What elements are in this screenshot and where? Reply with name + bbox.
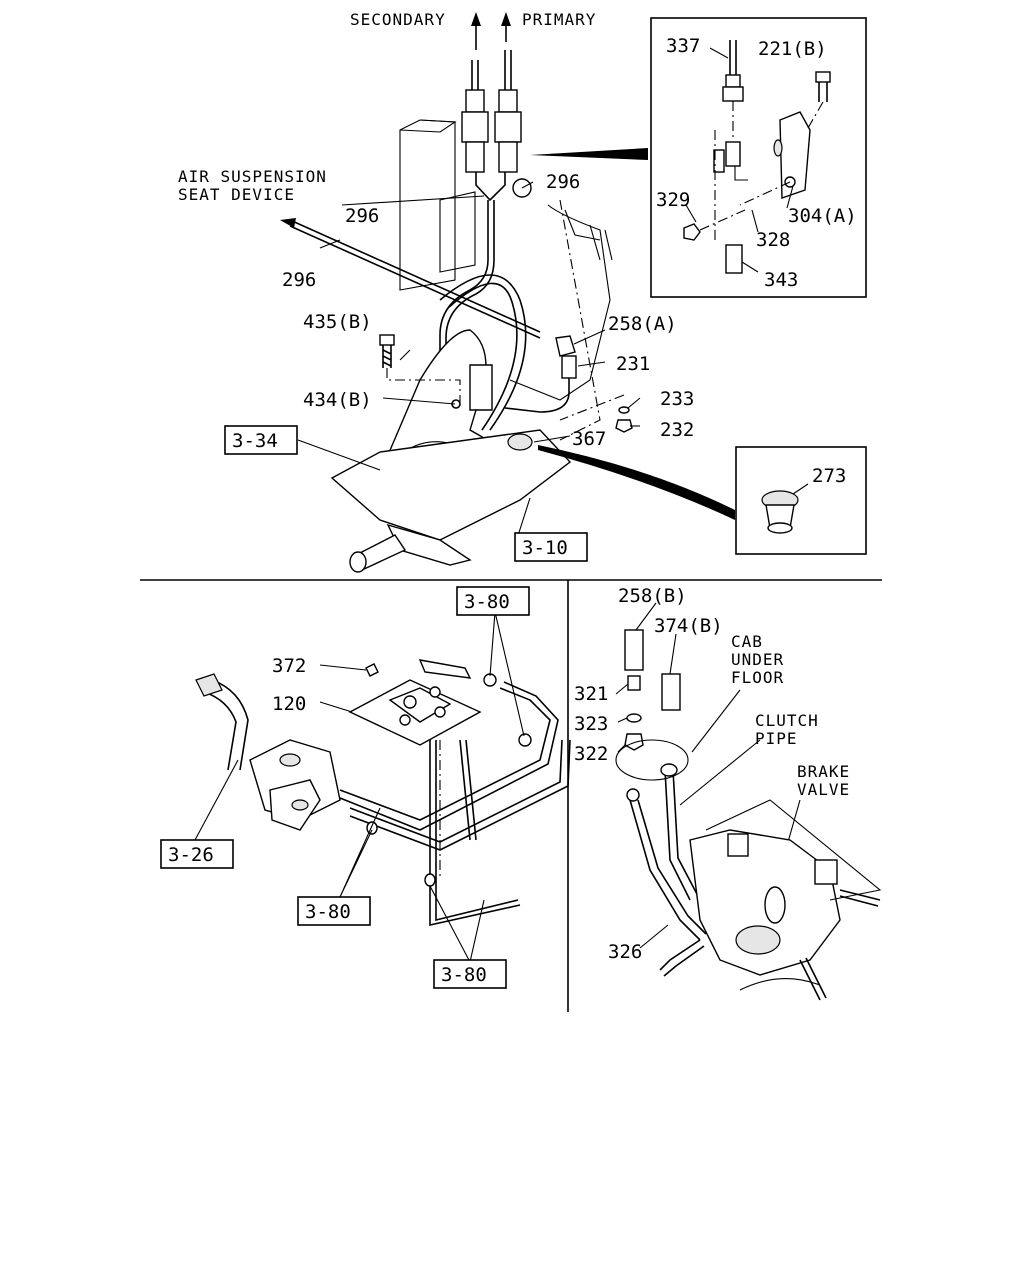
nut-322 <box>624 733 644 751</box>
bottom-right-assembly <box>615 602 882 1001</box>
callout-321: 321 <box>574 683 608 705</box>
callout-434b: 434(B) <box>303 389 372 411</box>
callout-435b: 435(B) <box>303 311 372 333</box>
caption-clutch: CLUTCH <box>755 711 819 730</box>
callout-258a: 258(A) <box>608 313 677 335</box>
washer-233 <box>618 406 630 414</box>
caption-secondary: SECONDARY <box>350 10 446 29</box>
ref-box-3-26 <box>160 839 234 869</box>
grommet-273 <box>761 483 809 534</box>
callout-328: 328 <box>756 229 790 251</box>
callout-296: 296 <box>282 269 316 291</box>
pipe-down <box>429 740 437 880</box>
clutch-pipe <box>664 769 699 901</box>
leader-wedge-inset1 <box>530 148 648 160</box>
cab-block-mid <box>439 191 476 273</box>
callout-329: 329 <box>656 189 690 211</box>
caption-air-suspension: AIR SUSPENSION <box>178 167 327 186</box>
pipe-run-a <box>339 681 559 831</box>
callout-304a: 304(A) <box>788 205 857 227</box>
caption-under: UNDER <box>731 650 784 669</box>
inset-valve-parts <box>683 40 831 274</box>
inset-frame-valve <box>650 17 867 298</box>
cab-block-top <box>399 119 457 133</box>
caption-valve: VALVE <box>797 780 850 799</box>
callout-296: 296 <box>345 205 379 227</box>
callout-367: 367 <box>572 428 606 450</box>
tube-367 <box>504 378 570 413</box>
bottom-left-assembly <box>194 611 571 963</box>
ref-label-3-10: 3-10 <box>522 537 568 559</box>
cab-floor-cutout <box>615 739 689 781</box>
washer-323 <box>626 713 642 723</box>
caption-primary: PRIMARY <box>522 10 596 29</box>
callout-372: 372 <box>272 655 306 677</box>
callout-343: 343 <box>764 269 798 291</box>
fitting-321 <box>627 675 641 691</box>
bolt-435b-head <box>379 334 395 346</box>
bolt-221b <box>815 71 831 83</box>
pipe-run-c <box>429 880 521 926</box>
arc-tube <box>439 274 527 431</box>
elbow-258a <box>555 335 576 357</box>
callout-337: 337 <box>666 35 700 57</box>
caption-brake: BRAKE <box>797 762 850 781</box>
wye-fitting <box>475 172 506 202</box>
fitting-343 <box>725 244 743 274</box>
caption-floor: FLOOR <box>731 668 784 687</box>
pipe-326-a <box>629 799 707 941</box>
callout-273: 273 <box>812 465 846 487</box>
ref-label-3-26: 3-26 <box>168 844 214 866</box>
callout-231: 231 <box>616 353 650 375</box>
boot-dash <box>559 199 601 441</box>
ref-label-3-80: 3-80 <box>464 591 510 613</box>
base-plate <box>330 429 572 541</box>
nut-232 <box>615 419 633 433</box>
ref-box-3-10 <box>514 532 588 562</box>
inset-frame-grommet <box>735 446 867 555</box>
nut-329 <box>683 223 701 241</box>
ref-box-3-80 <box>297 896 371 926</box>
fitting-231 <box>561 355 577 379</box>
bracket-304a <box>779 111 811 199</box>
callout-221b: 221(B) <box>758 38 827 60</box>
boot-folds <box>564 209 613 261</box>
cab-block-left <box>399 119 456 291</box>
callout-326: 326 <box>608 941 642 963</box>
caption-pipe: PIPE <box>755 729 798 748</box>
pipe-run-b <box>349 739 571 851</box>
callout-374b: 374(B) <box>654 615 723 637</box>
tube-296 <box>439 200 495 400</box>
callout-258b: 258(B) <box>618 585 687 607</box>
ref-label-3-34: 3-34 <box>232 430 278 452</box>
ref-box-3-34 <box>224 425 298 455</box>
ref-label-3-80: 3-80 <box>441 964 487 986</box>
callout-120: 120 <box>272 693 306 715</box>
pipe-run-d <box>459 739 477 841</box>
caption-seat-device: SEAT DEVICE <box>178 185 295 204</box>
callout-322: 322 <box>574 743 608 765</box>
valve-stems <box>461 50 522 173</box>
ref-box-3-80 <box>456 586 530 616</box>
grommet-367 <box>507 433 533 451</box>
air-seat-line <box>289 219 541 339</box>
clamp-434b <box>469 364 493 411</box>
boot-right <box>509 204 611 401</box>
nut-372 <box>365 663 379 677</box>
ref-label-3-80: 3-80 <box>305 901 351 923</box>
callout-233: 233 <box>660 388 694 410</box>
callout-232: 232 <box>660 419 694 441</box>
fitting-374b <box>661 673 681 711</box>
ref-box-3-80 <box>433 959 507 989</box>
caption-cab: CAB <box>731 632 763 651</box>
bolt-435b-thread <box>382 345 392 368</box>
fitting-258b <box>624 629 644 671</box>
top-assembly <box>280 12 735 573</box>
leader-wedge-inset2 <box>538 445 735 520</box>
callout-296: 296 <box>546 171 580 193</box>
callout-323: 323 <box>574 713 608 735</box>
